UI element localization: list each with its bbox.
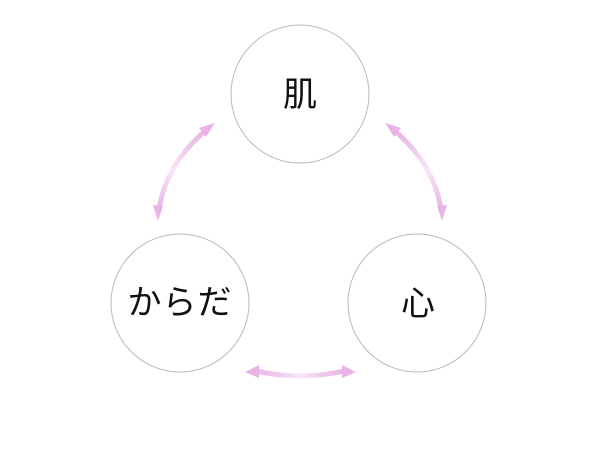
arrowhead-down (153, 205, 163, 221)
node-label: からだ (128, 283, 233, 323)
arrowhead-up (199, 123, 215, 137)
node-circle (230, 24, 370, 164)
node-kokoro: 心 (347, 233, 487, 373)
arrowhead-right (342, 365, 356, 378)
node-circle (110, 233, 250, 373)
arrow-karada-kokoro (245, 365, 356, 379)
arrowhead-up (385, 123, 401, 137)
arrowhead-left (245, 365, 259, 378)
arrow-hada-karada (153, 123, 215, 221)
arrow-shaft (253, 368, 347, 379)
arrow-shaft (392, 128, 444, 212)
node-label: 肌 (283, 75, 317, 115)
arrowhead-down (437, 205, 447, 221)
node-circle (347, 233, 487, 373)
node-hada: 肌 (230, 24, 370, 164)
node-karada: からだ (110, 233, 250, 373)
arrow-hada-kokoro (385, 123, 447, 221)
node-label: 心 (401, 284, 435, 324)
arrow-shaft (156, 128, 208, 212)
